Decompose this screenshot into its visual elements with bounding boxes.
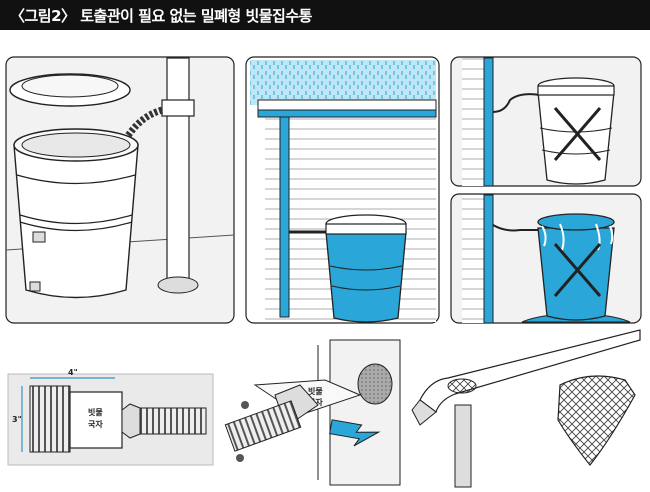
tap — [32, 231, 46, 243]
screw-icon — [236, 454, 244, 462]
panel-sealed-barrel — [5, 56, 235, 324]
barrel-body — [13, 144, 139, 299]
hose-section — [29, 385, 71, 453]
downspout — [166, 57, 190, 291]
panel-wrong-overflow — [450, 193, 642, 324]
dimension-width-label: 4" — [68, 368, 78, 377]
adapter-label-bottom: 국자 — [88, 419, 103, 429]
gutter — [257, 109, 437, 118]
fitting-hose — [224, 400, 302, 452]
adapter-box — [69, 391, 123, 449]
panel-rain-filling — [245, 56, 440, 324]
figure-title: 〈그림2〉 토출관이 필요 없는 밀폐형 빗물집수통 — [10, 7, 312, 25]
screen-filter — [357, 363, 393, 405]
screw-icon — [241, 401, 249, 409]
mesh-strainer — [557, 375, 636, 466]
adapter-label-top: 빗물 — [88, 407, 103, 417]
panel-hose-dimension: 4" 3" 빗물 국자 — [7, 368, 214, 466]
mesh-plug — [447, 378, 477, 394]
gutter-channel — [419, 329, 641, 413]
panel-wrong-empty — [450, 56, 642, 187]
gutter-downspout — [454, 404, 472, 488]
blue-barrel — [325, 231, 407, 323]
arrow-icon — [329, 419, 381, 447]
fitting-label-top: 빗물 — [308, 386, 323, 396]
title-bar: 〈그림2〉 토출관이 필요 없는 밀폐형 빗물집수통 — [0, 0, 650, 30]
dimension-height-label: 3" — [12, 415, 22, 424]
panel-gutter-guard — [411, 329, 641, 488]
wall-section — [329, 339, 401, 486]
panel-wall-fitting: 빗물 국자 — [224, 339, 401, 486]
blue-downspout — [279, 116, 290, 318]
